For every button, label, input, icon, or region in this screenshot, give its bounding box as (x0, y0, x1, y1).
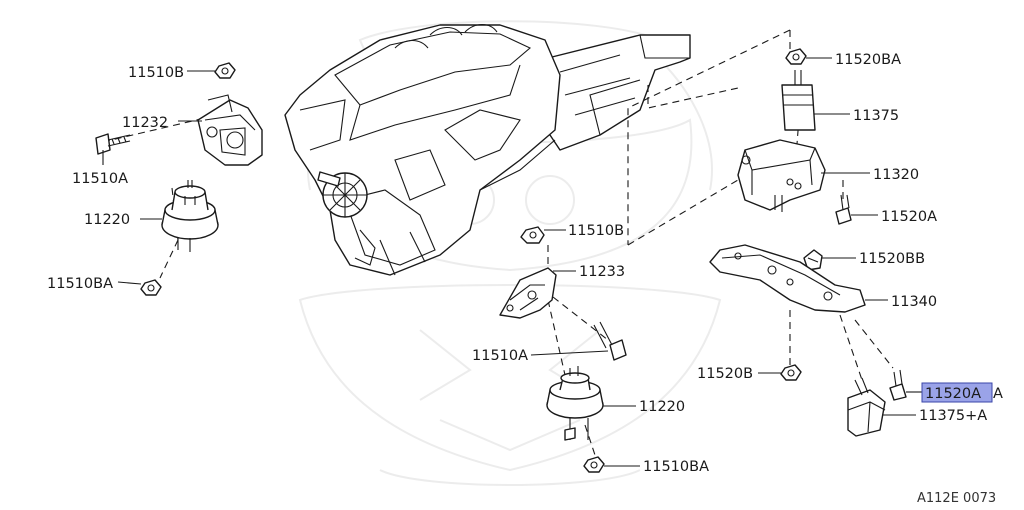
bracket-11232[interactable] (197, 94, 263, 166)
crossmember-11340[interactable] (709, 244, 866, 313)
nut-11510ba-left[interactable] (140, 279, 162, 296)
label-11232[interactable]: 11232 (122, 115, 168, 131)
nut-11510ba-mid[interactable] (583, 456, 605, 473)
mount-11220-left[interactable] (161, 180, 219, 252)
label-11340[interactable]: 11340 (891, 294, 937, 310)
selected-part-highlight[interactable] (921, 382, 993, 403)
label-11233[interactable]: 11233 (579, 264, 625, 280)
bolt-11510a-mid[interactable] (593, 321, 627, 361)
mount-11220-mid[interactable] (546, 366, 604, 441)
label-11375[interactable]: 11375 (853, 108, 899, 124)
bracket-11233[interactable] (499, 267, 557, 319)
label-11520bb[interactable]: 11520BB (859, 251, 925, 267)
insulator-11375[interactable] (781, 70, 816, 131)
label-11520aa-suffix: A (993, 386, 1003, 402)
engine-transmission-illustration (284, 23, 691, 276)
washer-bolt-11520aa[interactable] (889, 369, 907, 401)
nut-11520b[interactable] (780, 364, 802, 381)
insulator-11375a[interactable] (847, 377, 886, 437)
label-11520aa-highlighted[interactable]: 11520A (925, 386, 981, 402)
label-11510a-mid[interactable]: 11510A (472, 348, 528, 364)
label-11510ba-left[interactable]: 11510BA (47, 276, 113, 292)
nut-11510b-mid[interactable] (520, 226, 545, 244)
label-11220-mid[interactable]: 11220 (639, 399, 685, 415)
label-11220-left[interactable]: 11220 (84, 212, 130, 228)
label-11520a[interactable]: 11520A (881, 209, 937, 225)
figure-code: A112E 0073 (917, 491, 996, 506)
label-11510a-left[interactable]: 11510A (72, 171, 128, 187)
label-11520ba[interactable]: 11520BA (835, 52, 901, 68)
label-11520b[interactable]: 11520B (697, 366, 753, 382)
nut-11510b-top[interactable] (214, 62, 236, 79)
nut-11520ba[interactable] (785, 48, 807, 65)
bolt-11520a-upper[interactable] (835, 194, 852, 225)
leader-lines (102, 57, 922, 467)
label-11375a[interactable]: 11375+A (919, 408, 987, 424)
reference-lines (102, 29, 894, 456)
bolt-11510a-left[interactable] (95, 133, 131, 155)
label-11510b-top[interactable]: 11510B (128, 65, 184, 81)
part-labels: 11510B 11232 11510A 11220 11510BA 11510B… (47, 52, 1003, 506)
label-11510ba-mid[interactable]: 11510BA (643, 459, 709, 475)
bracket-11320[interactable] (737, 139, 826, 212)
label-11510b-mid[interactable]: 11510B (568, 223, 624, 239)
label-11320[interactable]: 11320 (873, 167, 919, 183)
